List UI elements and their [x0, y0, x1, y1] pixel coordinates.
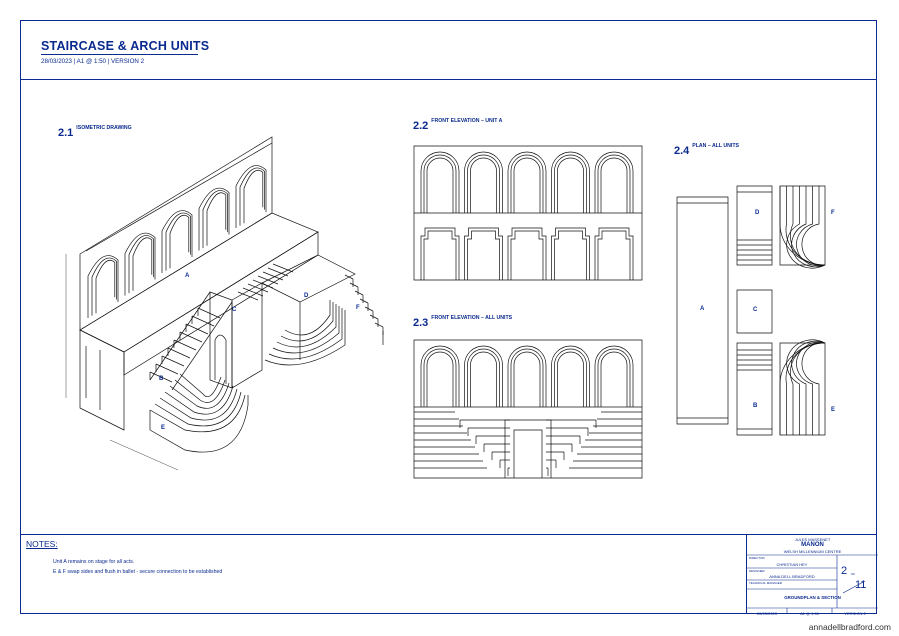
- tb-of: OF: [851, 572, 856, 576]
- iso-unit-a-label: A: [185, 273, 190, 279]
- drawing-subtitle: 28/03/2023 | A1 @ 1:50 | VERSION 2: [41, 58, 145, 65]
- plan-unit-c-label: C: [753, 307, 758, 313]
- tb-date: 28/03/2023: [756, 611, 778, 616]
- plan-unit-a-label: A: [700, 306, 705, 312]
- footer-divider: [21, 534, 876, 535]
- drawing-sheet: STAIRCASE & ARCH UNITS 28/03/2023 | A1 @…: [20, 20, 878, 616]
- iso-unit-e-label: E: [161, 425, 166, 431]
- plan-unit-d-label: D: [755, 210, 760, 216]
- note-item: E & F swap sides and flush in ballet - s…: [53, 569, 223, 575]
- tb-venue: WELSH MILLENNIUM CENTRE: [783, 549, 842, 554]
- tb-designer: ANNA DELL BRADFORD: [769, 574, 815, 579]
- iso-unit-b-label: B: [159, 376, 164, 382]
- plan-all-units: [677, 186, 825, 435]
- front-elevation-unit-a: [414, 146, 642, 280]
- title-block: JULES MASSENET MANON WELSH MILLENNIUM CE…: [746, 534, 878, 616]
- tb-sheet-number: 2: [841, 565, 848, 577]
- tb-version: VERSION 2: [844, 611, 866, 616]
- header-divider: [21, 79, 876, 80]
- plan-unit-e-label: E: [831, 407, 836, 413]
- plan-unit-b-label: B: [753, 403, 758, 409]
- tb-scale: A1 @ 1:50: [800, 611, 819, 616]
- tb-production: MANON: [801, 542, 824, 548]
- front-elevation-all-units: [414, 340, 642, 478]
- designer-website: annadellbradford.com: [808, 622, 891, 632]
- iso-unit-f-label: F: [356, 305, 360, 311]
- note-item: Unit A remains on stage for all acts.: [53, 559, 135, 565]
- iso-unit-c-label: C: [232, 307, 237, 313]
- isometric-drawing: [66, 137, 383, 470]
- tb-drawing-title: GROUNDPLAN & SECTION: [784, 595, 841, 600]
- notes-heading: NOTES:: [26, 539, 58, 549]
- tb-director-label: DIRECTOR: [749, 556, 765, 560]
- title-block-grid: [747, 554, 878, 614]
- tb-director: CHRISTIAN HEY: [776, 562, 808, 567]
- iso-unit-d-label: D: [304, 293, 309, 299]
- tb-sheet-total: 11: [855, 579, 867, 591]
- plan-unit-f-label: F: [831, 210, 835, 216]
- drawing-title: STAIRCASE & ARCH UNITS: [41, 39, 210, 53]
- title-underline: [41, 54, 198, 55]
- tb-company: JULES MASSENET: [794, 537, 831, 542]
- tb-tech-label: TECHNICAL MANAGER: [749, 581, 782, 585]
- tb-designer-label: DESIGNER: [749, 569, 765, 573]
